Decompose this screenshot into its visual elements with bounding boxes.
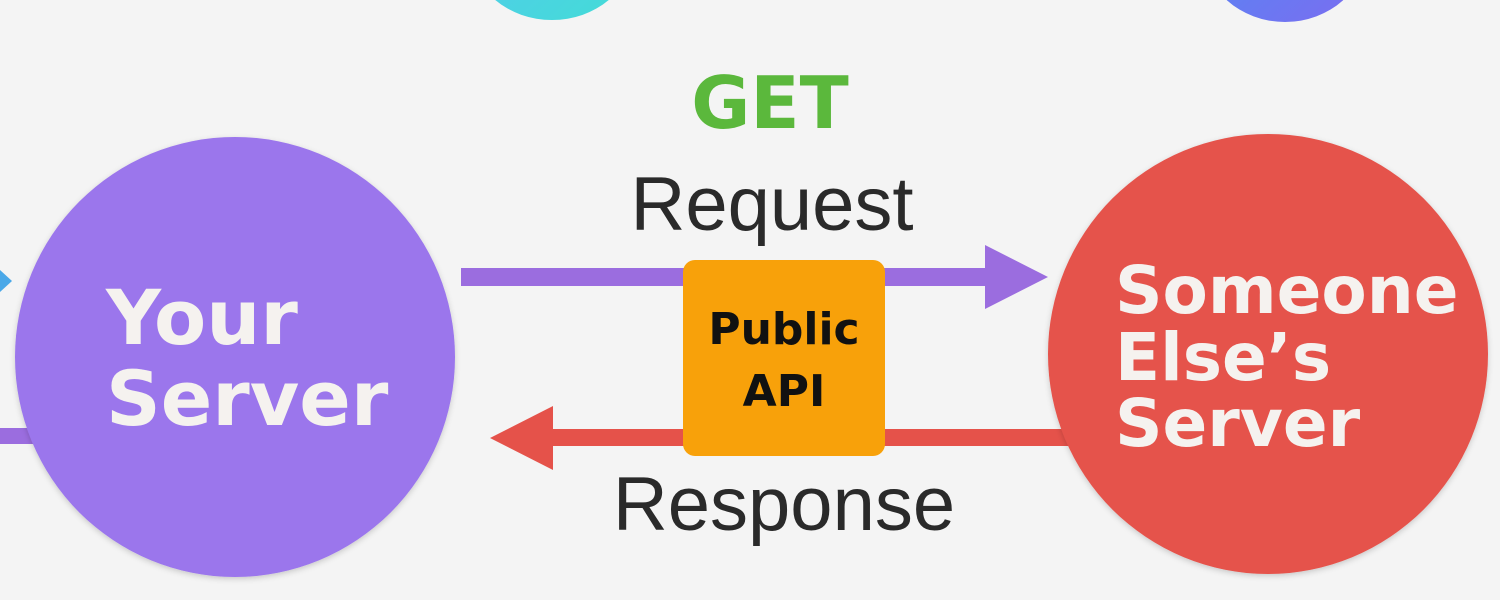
partial-circle-top-right [1226,0,1344,22]
your-server-node: Your Server [15,137,455,577]
partial-circle-top-left [495,0,609,20]
public-api-box: Public API [683,260,885,456]
request-label: Request [630,162,913,247]
left-edge-arrowhead [0,270,12,292]
your-server-label-line1: Your [105,273,298,362]
public-api-label-line1: Public [708,304,859,355]
http-method-label: GET [691,61,848,145]
someone-else-server-node: Someone Else’s Server [1048,134,1488,574]
someone-else-server-label-line3: Server [1115,385,1361,462]
someone-else-server-label-line1: Someone [1115,252,1459,329]
public-api-label-line2: API [743,366,826,417]
someone-else-server-label-line2: Else’s [1115,319,1331,396]
response-label: Response [613,462,955,547]
your-server-label-line2: Server [106,354,389,443]
